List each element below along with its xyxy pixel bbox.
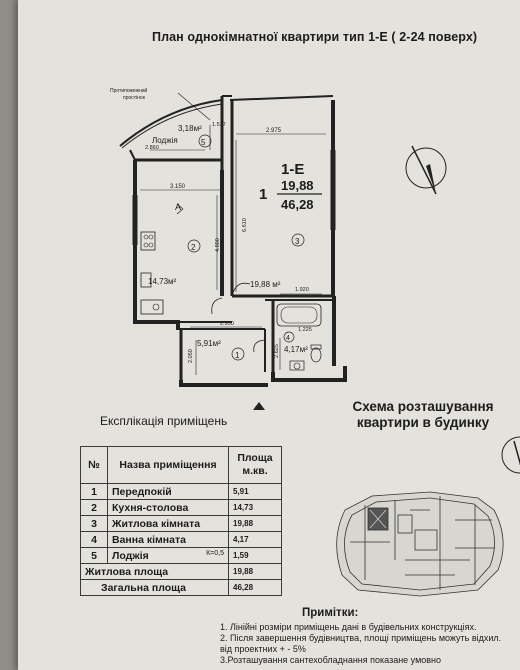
row-area: 14,73: [228, 499, 282, 516]
row-name: Лоджія К=0,5: [107, 547, 229, 564]
room-5-number: 5: [201, 138, 206, 147]
arrow-a-label: А: [175, 202, 181, 212]
table-header-row: № Назва приміщення Площа м.кв.: [80, 446, 282, 484]
row-num: 5: [80, 547, 108, 564]
row-area: 1,59: [228, 547, 282, 564]
row-coef: К=0,5: [206, 549, 224, 557]
apartment-type: 1-Е: [281, 161, 304, 178]
row-num: 1: [80, 483, 108, 500]
room-2-number: 2: [191, 243, 196, 252]
living-area-total: 19,88: [228, 563, 282, 580]
dim-1517: 1.517: [212, 122, 226, 128]
table-row: 5 Лоджія К=0,5 1,59: [80, 547, 282, 564]
table-row: 1 Передпокій 5,91: [80, 483, 282, 500]
explication-title: Експлікація приміщень: [100, 414, 228, 428]
row-area: 19,88: [228, 515, 282, 532]
living-room-area: 19,88 м²: [250, 280, 281, 289]
dim-4800: 4.800: [215, 238, 221, 252]
table-summary-row: Житлова площа 19,88: [80, 563, 282, 580]
room-3-number: 3: [295, 237, 300, 246]
table-row: 4 Ванна кімната 4,17: [80, 531, 282, 548]
scheme-title-line1: Схема розташування: [352, 399, 494, 414]
notes: Примітки: 1. Лінійні розміри приміщень д…: [220, 607, 520, 666]
dim-2625: 2.625: [274, 344, 280, 358]
dim-1225: 1.225: [298, 327, 312, 333]
dim-2975: 2.975: [266, 128, 282, 134]
rooms-count: 1: [259, 186, 267, 203]
bath-area: 4,17м²: [284, 345, 308, 354]
table-row: 3 Житлова кімната 19,88: [80, 515, 282, 532]
total-area-total: 46,28: [228, 579, 282, 596]
window-note-line1: Протипожежний: [110, 87, 148, 94]
page-title: План однокімнатної квартири тип 1-Е ( 2-…: [152, 30, 478, 44]
row-num: 2: [80, 499, 108, 516]
building-scheme: [336, 491, 504, 597]
table-row: 2 Кухня-столова 14,73: [80, 499, 282, 516]
entrance-marker: [253, 402, 265, 410]
living-area-label: Житлова площа: [80, 563, 229, 580]
hallway-area: 5,91м²: [197, 339, 221, 348]
dim-6610: 6.610: [242, 218, 248, 232]
note-line: 3.Розташування сантехобладнання показане…: [220, 655, 442, 665]
dim-3150: 3.150: [170, 184, 186, 190]
compass-icon-bottom: [501, 436, 520, 474]
living-area-value: 19,88: [281, 178, 314, 193]
loggia-area: 3,18м²: [178, 124, 202, 133]
row-area: 5,91: [228, 483, 282, 500]
note-line: від проектних + - 5%: [220, 644, 306, 654]
scheme-title-line2: квартири в будинку: [356, 415, 490, 430]
col-area: Площа м.кв.: [228, 446, 282, 484]
row-name-text: Лоджія: [112, 549, 149, 562]
total-area-value: 46,28: [281, 197, 314, 212]
col-name: Назва приміщення: [107, 446, 229, 484]
loggia-curved-wall: [119, 99, 223, 147]
row-num: 4: [80, 531, 108, 548]
exterior-walls: [133, 100, 347, 387]
col-area-line1: Площа: [237, 452, 273, 464]
table-summary-row: Загальна площа 46,28: [80, 579, 282, 596]
dim-2860: 2.860: [145, 145, 159, 151]
scheme-title: Схема розташування квартири в будинку: [333, 399, 513, 431]
total-area-label: Загальна площа: [80, 579, 229, 596]
note-line: 2. Після завершення будівництва, площі п…: [220, 633, 502, 643]
dim-2050: 2.050: [188, 349, 194, 363]
row-area: 4,17: [228, 531, 282, 548]
row-name: Передпокій: [107, 483, 229, 500]
rooms-table: № Назва приміщення Площа м.кв. 1 Передпо…: [80, 446, 282, 596]
row-name: Житлова кімната: [107, 515, 229, 532]
col-area-line2: м.кв.: [242, 465, 268, 477]
col-num: №: [80, 446, 108, 484]
row-name: Кухня-столова: [107, 499, 229, 516]
dim-1920: 1.920: [295, 287, 309, 293]
kitchen-area: 14,73м²: [148, 277, 177, 286]
room-1-number: 1: [235, 351, 240, 360]
room-4-number: 4: [286, 335, 290, 342]
notes-title: Примітки:: [302, 607, 359, 619]
dim-2950: 2.950: [220, 321, 234, 327]
loggia-label: Лоджія: [152, 136, 178, 145]
row-num: 3: [80, 515, 108, 532]
compass-icon: [405, 145, 447, 195]
row-name: Ванна кімната: [107, 531, 229, 548]
window-note-line2: простінок: [123, 95, 146, 101]
note-line: 1. Лінійні розміри приміщень дані в буді…: [220, 622, 477, 632]
